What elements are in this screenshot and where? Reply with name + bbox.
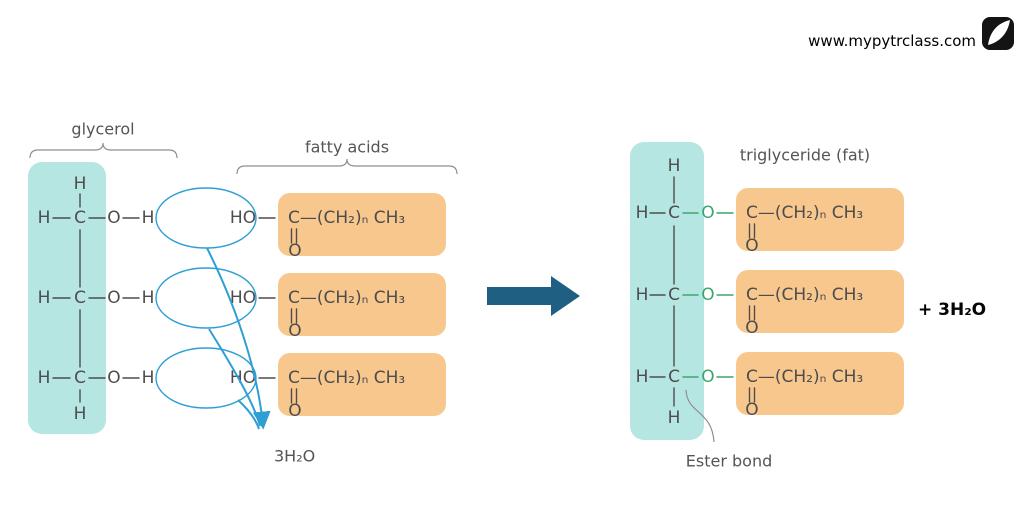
triglyceride-atoms: H H C O H C O H C O H <box>636 156 715 428</box>
triglyceride-section: triglyceride (fat) H H C O H C O H <box>630 142 986 471</box>
acyl-chain-formula: C—(CH₂)ₙ CH₃ <box>746 367 863 387</box>
acyl-chain-formula: C—(CH₂)ₙ CH₃ <box>288 288 405 308</box>
fatty-acids-section: fatty acids HO C—(CH₂)ₙ CH₃ O HO C—(CH₂)… <box>230 138 458 421</box>
water-release-arrow <box>208 328 261 427</box>
atom-oxygen: O <box>107 288 120 308</box>
hydroxyl-group: HO <box>230 288 256 308</box>
ester-bond-pointer <box>685 389 715 443</box>
fatty-acid-box <box>278 353 446 416</box>
plus-water-label: + 3H₂O <box>918 300 986 320</box>
ester-oxygen: O <box>701 367 714 387</box>
branding: www.mypytrclass.com <box>808 17 1014 50</box>
atom-hydrogen: H <box>636 203 649 223</box>
atom-carbon: C <box>668 285 680 305</box>
leaf-icon <box>988 20 1010 45</box>
condensation-highlights: 3H₂O <box>155 187 315 466</box>
water-release-arrow <box>237 399 260 430</box>
fatty-acid-box <box>278 273 446 336</box>
hydroxyl-group: HO <box>230 208 256 228</box>
atom-carbon: C <box>668 203 680 223</box>
fatty-acids-label: fatty acids <box>305 138 389 157</box>
acyl-chain-formula: C—(CH₂)ₙ CH₃ <box>746 203 863 223</box>
water-released-label: 3H₂O <box>274 447 315 466</box>
ester-bond-label: Ester bond <box>686 452 772 471</box>
atom-oxygen: O <box>107 208 120 228</box>
atom-hydrogen: H <box>668 408 681 428</box>
overbrace-glycerol <box>29 142 178 159</box>
triglyceride-backbone-box <box>630 142 704 440</box>
atom-carbon: C <box>668 367 680 387</box>
atom-hydrogen: H <box>636 367 649 387</box>
carbonyl-oxygen: O <box>288 321 301 341</box>
glycerol-section: glycerol H H C O H H C O H <box>28 120 178 434</box>
atom-hydrogen: H <box>668 156 681 176</box>
glycerol-bonds <box>52 193 140 403</box>
ester-oxygen: O <box>701 203 714 223</box>
reaction-arrow <box>487 276 580 316</box>
atom-hydrogen: H <box>38 208 51 228</box>
atom-hydrogen: H <box>38 368 51 388</box>
atom-hydrogen: H <box>74 174 87 194</box>
acyl-chain-formula: C—(CH₂)ₙ CH₃ <box>288 208 405 228</box>
water-release-arrow <box>206 247 271 430</box>
carbonyl-oxygen: O <box>745 400 758 420</box>
triglyceride-bonds <box>649 176 734 407</box>
fatty-acid-box <box>736 188 904 251</box>
atom-hydrogen: H <box>142 288 155 308</box>
website-text: www.mypytrclass.com <box>808 32 976 50</box>
carbonyl-oxygen: O <box>745 236 758 256</box>
carbonyl-oxygen: O <box>288 401 301 421</box>
condensation-highlight-ellipse <box>155 187 257 249</box>
triglyceride-label: triglyceride (fat) <box>740 146 870 165</box>
glycerol-atoms: H H C O H H C O H H C O H H <box>38 174 155 424</box>
atom-hydrogen: H <box>142 208 155 228</box>
atom-hydrogen: H <box>636 285 649 305</box>
carbonyl-oxygen: O <box>745 318 758 338</box>
atom-carbon: C <box>74 208 86 228</box>
atom-hydrogen: H <box>74 404 87 424</box>
condensation-highlight-ellipse <box>155 267 257 329</box>
ester-oxygen: O <box>701 285 714 305</box>
atom-carbon: C <box>74 288 86 308</box>
overbrace-fatty-acids <box>236 158 458 175</box>
carbonyl-oxygen: O <box>288 241 301 261</box>
acyl-chain-formula: C—(CH₂)ₙ CH₃ <box>288 368 405 388</box>
atom-hydrogen: H <box>38 288 51 308</box>
fatty-acid-box <box>736 352 904 415</box>
fatty-acid-box <box>736 270 904 333</box>
fatty-acid-box <box>278 193 446 256</box>
atom-hydrogen: H <box>142 368 155 388</box>
glycerol-label: glycerol <box>71 120 134 139</box>
acyl-chain-formula: C—(CH₂)ₙ CH₃ <box>746 285 863 305</box>
atom-carbon: C <box>74 368 86 388</box>
atom-oxygen: O <box>107 368 120 388</box>
